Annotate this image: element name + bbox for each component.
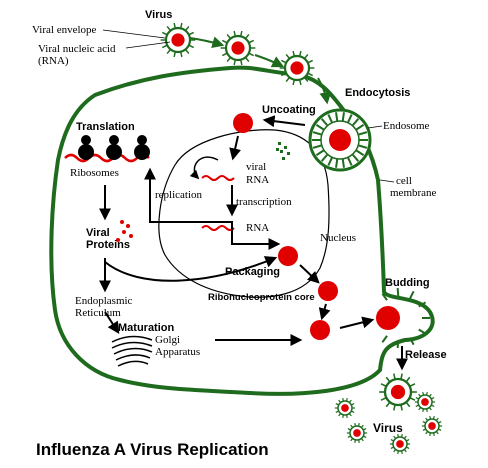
released-fragments xyxy=(276,142,290,160)
label-budding: Budding xyxy=(385,277,430,289)
label-viral-rna: RNA xyxy=(246,174,269,186)
label-ribosomes: Ribosomes xyxy=(70,167,119,179)
label-translation: Translation xyxy=(76,121,135,133)
label-viral-proteins-1: Viral xyxy=(86,227,110,239)
label-nucleus: Nucleus xyxy=(320,232,356,244)
to-nucleus-arrow xyxy=(229,135,241,161)
label-endosome: Endosome xyxy=(383,120,430,132)
rnp-core xyxy=(318,281,338,301)
viral-rna-strand xyxy=(201,175,235,181)
label-viral: viral xyxy=(246,161,266,173)
endocytosis-arrow xyxy=(317,77,332,105)
rnp-core-2 xyxy=(310,320,330,340)
entry-arrow xyxy=(189,36,225,49)
virion-endocytosed xyxy=(279,50,315,86)
virion-attaching xyxy=(220,30,256,66)
virion-entering xyxy=(160,22,196,58)
label-rna: RNA xyxy=(246,222,269,234)
label-viral-nucleic-acid: Viral nucleic acid xyxy=(38,43,116,55)
label-cell: cell xyxy=(396,175,412,187)
er-down-arrow xyxy=(104,311,120,335)
label-viral-proteins-2: Proteins xyxy=(86,239,130,251)
mrna-strand xyxy=(201,225,235,231)
label-virus-top: Virus xyxy=(145,9,172,21)
label-er-1: Endoplasmic xyxy=(75,295,133,307)
entry-arrow-2 xyxy=(254,54,285,68)
virion-progeny-1 xyxy=(334,397,356,419)
label-release: Release xyxy=(405,349,447,361)
label-replication: replication xyxy=(155,189,203,201)
uncoated-core xyxy=(233,113,253,133)
virion-progeny-2 xyxy=(414,391,436,413)
proteins-to-packaging-arrow xyxy=(104,256,278,282)
uncoating-arrow xyxy=(262,115,306,128)
label-golgi-2: Apparatus xyxy=(155,346,200,358)
page-title: Influenza A Virus Replication xyxy=(36,440,269,459)
to-budding-arrow xyxy=(339,316,375,329)
replication-loop xyxy=(189,156,219,180)
label-er-2: Reticulum xyxy=(75,307,121,319)
virion-progeny-3 xyxy=(346,422,368,444)
exit-nucleus-arrow xyxy=(299,264,320,284)
label-membrane: membrane xyxy=(390,187,437,199)
label-virus-bottom: Virus xyxy=(373,421,403,435)
endosome xyxy=(308,108,372,172)
label-golgi-1: Golgi xyxy=(155,334,180,346)
label-rnp-core: Ribonucleoprotein core xyxy=(208,292,315,303)
budding-core xyxy=(376,306,400,330)
viral-protein-dots xyxy=(116,220,133,242)
label-maturation: Maturation xyxy=(118,322,175,334)
label-rna-paren: (RNA) xyxy=(38,55,69,67)
packaged-core xyxy=(278,246,298,266)
mrna-to-ribosome-arrow xyxy=(144,167,233,232)
golgi-apparatus xyxy=(111,335,153,367)
virion-released xyxy=(379,373,417,411)
label-viral-envelope: Viral envelope xyxy=(32,24,97,36)
label-uncoating: Uncoating xyxy=(262,104,316,116)
label-endocytosis: Endocytosis xyxy=(345,87,410,99)
label-packaging: Packaging xyxy=(225,266,280,278)
virion-progeny-4 xyxy=(421,415,443,437)
nucleus-envelope xyxy=(158,129,330,298)
rna-to-packaging-arrow xyxy=(231,232,281,250)
ribosomes xyxy=(64,135,150,163)
budding-spikes xyxy=(381,288,430,348)
virion-progeny-5 xyxy=(389,433,411,455)
rnp-down-arrow xyxy=(318,303,331,321)
label-transcription: transcription xyxy=(236,196,292,208)
